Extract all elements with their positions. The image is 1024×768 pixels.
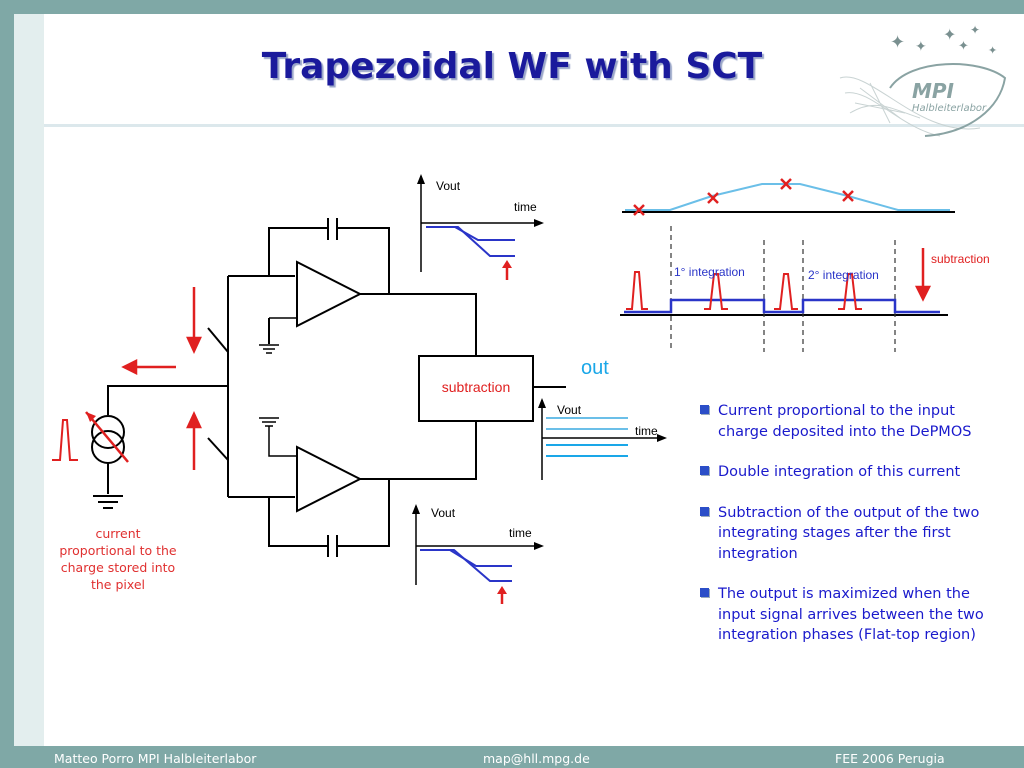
svg-text:✦: ✦ (890, 32, 905, 53)
footer-email: map@hll.mpg.de (483, 751, 590, 766)
bullet-square-icon (700, 405, 709, 414)
bullet-square-icon (700, 466, 709, 475)
slide-title: Trapezoidal WF with SCT (261, 46, 763, 87)
upper-vout-label: Vout (436, 179, 461, 193)
upper-time-label: time (514, 200, 537, 214)
circuit-diagram: subtraction out Vout time Vout time (52, 174, 990, 604)
svg-text:✦: ✦ (915, 39, 927, 55)
input-pulse (52, 419, 78, 461)
bullet-text: Current proportional to the input charge… (718, 403, 972, 440)
bullet-text: Double integration of this current (718, 464, 961, 480)
lower-amplifier (296, 445, 363, 513)
bullet-square-icon (700, 506, 709, 516)
bullet-list: Current proportional to the input charge… (700, 401, 990, 666)
lower-time-label: time (509, 526, 532, 540)
upper-vout-plot: Vout time (417, 174, 544, 280)
output-vout-plot: Vout time (538, 398, 667, 480)
bullet-item: Subtraction of the output of the two int… (700, 503, 990, 565)
mpi-logo: ✦ ✦ ✦ ✦ ✦ ✦ MPI Halbleiterlabor (839, 23, 1007, 137)
footer-event: FEE 2006 Perugia (835, 751, 945, 766)
logo-subtitle: Halbleiterlabor (912, 103, 987, 114)
lower-vout-label: Vout (431, 506, 456, 520)
weighting-function-plot (622, 178, 955, 216)
subtraction-arrow-label: subtraction (931, 252, 990, 266)
output-vout-label: Vout (557, 403, 582, 417)
bullet-item: Double integration of this current (700, 462, 990, 483)
logo-name: MPI (912, 79, 955, 103)
slide-footer: Matteo Porro MPI Halbleiterlabor map@hll… (0, 746, 1024, 768)
integration-timing-plot: 1° integration 2° integration subtractio… (620, 226, 990, 352)
second-integration-label: 2° integration (808, 268, 879, 282)
current-source-caption: current proportional to the charge store… (59, 526, 177, 592)
bullet-text: The output is maximized when the input s… (718, 586, 984, 643)
bullet-item: Current proportional to the input charge… (700, 401, 990, 442)
svg-text:✦: ✦ (958, 39, 969, 54)
current-source (91, 415, 125, 464)
upper-amplifier (296, 260, 363, 328)
bullet-item: The output is maximized when the input s… (700, 584, 990, 646)
svg-text:✦: ✦ (988, 44, 997, 57)
output-time-label: time (635, 424, 658, 438)
slide-left-band (14, 14, 44, 746)
bullet-text: Subtraction of the output of the two int… (718, 504, 980, 562)
lower-vout-plot: Vout time (412, 504, 544, 604)
svg-text:✦: ✦ (943, 25, 956, 44)
subtraction-block-label: subtraction (442, 379, 510, 395)
subtraction-block (418, 355, 534, 422)
title-divider (44, 124, 1024, 127)
footer-author: Matteo Porro MPI Halbleiterlabor (54, 751, 257, 766)
first-integration-label: 1° integration (674, 265, 745, 279)
svg-text:✦: ✦ (970, 23, 980, 37)
out-label: out (581, 357, 609, 379)
bullet-square-icon (700, 588, 709, 597)
